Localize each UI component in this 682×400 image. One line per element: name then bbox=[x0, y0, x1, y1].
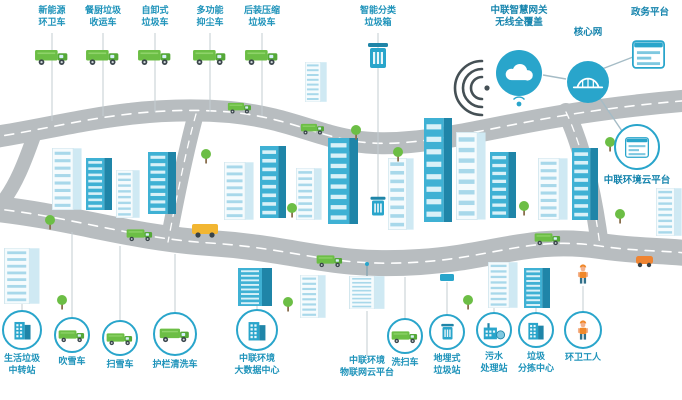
browser-icon bbox=[625, 137, 649, 158]
big-data-center-label: 中联环境 大数据中心 bbox=[234, 354, 280, 376]
truck-icon bbox=[58, 327, 86, 344]
callout-circle-snow-blower-truck bbox=[54, 317, 90, 353]
callout-circle-snow-sweeper-truck bbox=[102, 320, 138, 356]
smart-sorting-bin-label: 智能分类 垃圾箱 bbox=[359, 6, 396, 28]
dust-suppression-truck-label: 多功能 抑尘车 bbox=[196, 6, 224, 28]
truck-icon bbox=[106, 330, 134, 347]
truck-icon bbox=[391, 328, 419, 345]
underground-bin-icon bbox=[440, 274, 454, 281]
bin-icon bbox=[370, 196, 386, 216]
snow-sweeper-truck-label: 扫雪车 bbox=[106, 360, 134, 370]
plant-icon bbox=[483, 321, 505, 340]
truck-icon bbox=[86, 50, 119, 65]
kitchen-waste-truck-label: 餐厨垃圾 收运车 bbox=[84, 6, 121, 28]
network-cluster bbox=[453, 40, 665, 170]
bin-icon bbox=[368, 43, 388, 68]
iot-cloud-platform-label: 中联环境 物联网云平台 bbox=[339, 356, 394, 378]
car-icon bbox=[636, 256, 653, 268]
callout-circle-guardrail-washing-truck bbox=[153, 312, 197, 356]
truck-icon bbox=[35, 50, 68, 65]
building-icon bbox=[527, 320, 545, 341]
callout-circle-transfer-station bbox=[2, 310, 42, 350]
smart-gateway-label: 中联智慧网关 无线全覆盖 bbox=[490, 5, 548, 29]
building-icon bbox=[247, 319, 267, 342]
washing-sweeping-truck-label: 洗扫车 bbox=[391, 358, 419, 368]
gov-platform-label: 政务平台 bbox=[630, 7, 669, 18]
callout-circle-sewage-treatment-station bbox=[476, 312, 512, 348]
garbage-sorting-center-label: 垃圾 分拣中心 bbox=[517, 352, 554, 374]
truck-icon bbox=[245, 50, 278, 65]
worker-icon bbox=[577, 264, 589, 284]
callout-circle-garbage-sorting-center bbox=[518, 312, 554, 348]
gateway-antenna-icon bbox=[512, 96, 526, 107]
wifi-dot bbox=[484, 85, 490, 91]
sanitation-worker-label: 环卫工人 bbox=[564, 353, 601, 363]
callout-glyphs bbox=[35, 43, 589, 284]
sewage-treatment-station-label: 污水 处理站 bbox=[480, 352, 508, 374]
gov-platform-icon bbox=[632, 40, 665, 69]
guardrail-washing-truck-label: 护栏清洗车 bbox=[152, 360, 198, 370]
bus-icon bbox=[192, 224, 218, 238]
new-energy-sanitation-truck-label: 新能源 环卫车 bbox=[38, 6, 66, 28]
callout-circle-big-data-center bbox=[236, 309, 278, 351]
truck-icon bbox=[159, 325, 191, 344]
truck-icon bbox=[138, 50, 171, 65]
environment-cloud-platform-label: 中联环境云平台 bbox=[603, 175, 671, 186]
dump-garbage-truck-label: 自卸式 垃圾车 bbox=[141, 6, 169, 28]
truck-icon bbox=[193, 50, 226, 65]
callout-circle-sanitation-worker bbox=[564, 311, 602, 349]
worker-icon bbox=[576, 320, 590, 341]
callout-circle-underground-garbage-station bbox=[429, 314, 465, 350]
compression-garbage-truck-label: 后装压缩 垃圾车 bbox=[243, 6, 280, 28]
roads bbox=[0, 89, 682, 277]
buildings bbox=[4, 62, 682, 318]
callout-circle-washing-sweeping-truck bbox=[387, 318, 423, 354]
snow-blower-truck-label: 吹雪车 bbox=[58, 357, 86, 367]
core-network-label: 核心网 bbox=[573, 27, 603, 38]
vehicles bbox=[126, 102, 653, 268]
transfer-station-label: 生活垃圾 中转站 bbox=[3, 354, 40, 376]
building-icon bbox=[13, 319, 32, 341]
underground-garbage-station-label: 地埋式 垃圾站 bbox=[433, 354, 461, 376]
bin-icon bbox=[440, 323, 455, 341]
wifi-signal-icon bbox=[453, 59, 484, 117]
